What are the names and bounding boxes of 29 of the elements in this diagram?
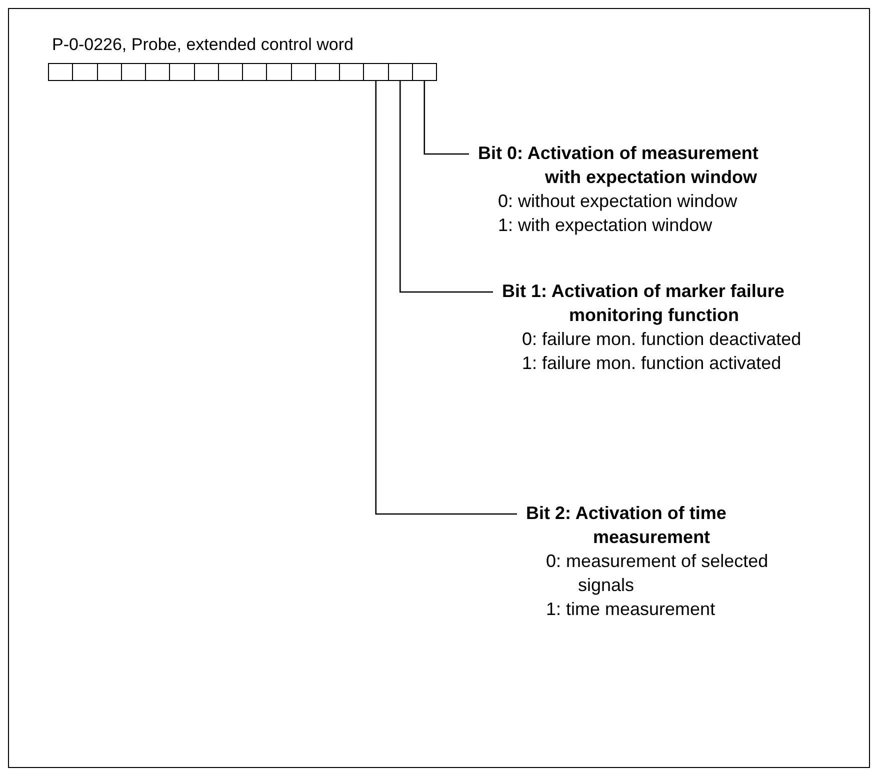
value-description: 0: without expectation window [497,190,738,213]
bit-cell [266,63,292,81]
leader-line [399,81,493,293]
bit-cell [314,63,340,81]
value-description: 1: time measurement [545,598,716,621]
value-description: 0: measurement of selected signals [545,550,770,597]
bit-cell [96,63,122,81]
bit-heading: Bit 0: Activation of measurement with expectation window [478,142,760,189]
leader-line [424,81,469,155]
bit-cell [194,63,219,81]
bit-cell [412,63,437,81]
bit-cell [363,63,388,81]
value-description: 0: failure mon. function deactivated [521,328,802,351]
bit-cell [218,63,243,81]
bit-heading: Bit 2: Activation of time measurement [526,502,728,549]
bit-cell [388,63,413,81]
diagram-title: P-0-0226, Probe, extended control word [52,34,354,56]
leader-line [375,81,517,515]
bit-cell [145,63,170,81]
bit-cell [72,63,98,81]
value-description: 1: failure mon. function activated [521,352,782,375]
bit-cell [169,63,194,81]
bit-cell [339,63,364,81]
value-description: 1: with expectation window [497,214,714,237]
bit-cell [120,63,146,81]
bit-heading: Bit 1: Activation of marker failure monitoring function [502,280,786,327]
bit-cell [48,63,74,81]
bit-cell [290,63,316,81]
bit-cell [242,63,268,81]
